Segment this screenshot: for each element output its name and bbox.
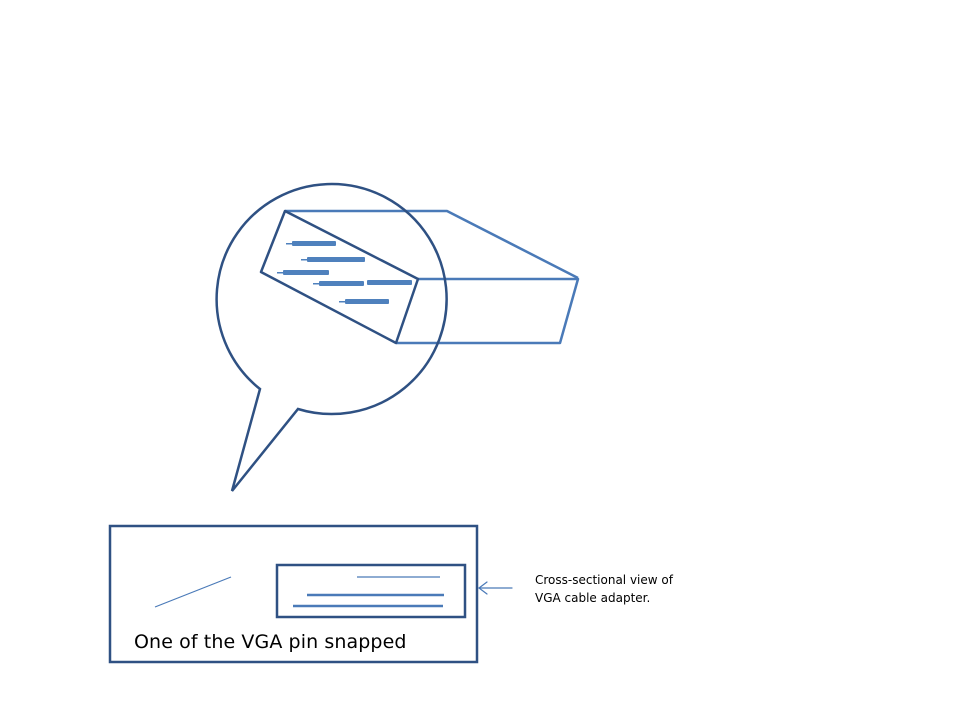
pin-stub — [286, 243, 292, 245]
pointer-arrow — [478, 581, 513, 595]
pin — [319, 281, 364, 286]
connector-prism — [285, 209, 580, 345]
adapter-cross-section-box — [275, 563, 467, 619]
note-line-2: VGA cable adapter. — [535, 591, 651, 605]
pin-stub — [277, 272, 283, 274]
snapped-pin — [154, 576, 232, 608]
prism-top-edge — [285, 209, 579, 280]
note-line-1: Cross-sectional view of — [535, 573, 673, 587]
pin — [367, 280, 412, 285]
pin-stub — [313, 283, 319, 285]
speech-bubble — [215, 182, 448, 492]
cross-section-pins — [293, 576, 444, 608]
pin — [307, 257, 365, 262]
pin-stub — [339, 301, 345, 303]
cross-section-note: Cross-sectional view of VGA cable adapte… — [535, 571, 673, 607]
pin-stub — [301, 259, 307, 261]
connector-front-face — [259, 209, 420, 345]
pin — [292, 241, 336, 246]
cross-section-panel — [108, 524, 479, 664]
pin — [345, 299, 389, 304]
panel-caption: One of the VGA pin snapped — [134, 631, 407, 653]
pin — [283, 270, 329, 275]
connector-pins — [277, 241, 412, 304]
prism-back-edge — [396, 277, 580, 345]
